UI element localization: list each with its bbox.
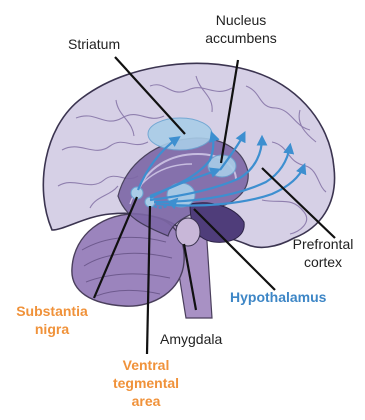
label-striatum: Striatum [68, 36, 120, 52]
label-substantia-nigra-line2: nigra [10, 321, 94, 337]
label-hypothalamus: Hypothalamus [230, 289, 326, 305]
amygdala-shape [176, 218, 200, 246]
label-vta-line1: Ventral [104, 357, 188, 373]
label-vta-line2: tegmental [104, 375, 188, 391]
label-nucleus-accumbens-line2: accumbens [198, 30, 284, 46]
label-prefrontal-cortex-line1: Prefrontal [282, 236, 364, 252]
striatum-shape [148, 118, 212, 150]
label-ventral-tegmental-area: Ventral tegmental area [104, 357, 188, 409]
label-nucleus-accumbens-line1: Nucleus [198, 12, 284, 28]
label-nucleus-accumbens: Nucleus accumbens [198, 12, 284, 46]
label-amygdala: Amygdala [160, 331, 222, 347]
label-prefrontal-cortex-line2: cortex [282, 254, 364, 270]
label-substantia-nigra: Substantia nigra [10, 303, 94, 337]
label-prefrontal-cortex: Prefrontal cortex [282, 236, 364, 270]
label-vta-line3: area [104, 393, 188, 409]
label-substantia-nigra-line1: Substantia [10, 303, 94, 319]
